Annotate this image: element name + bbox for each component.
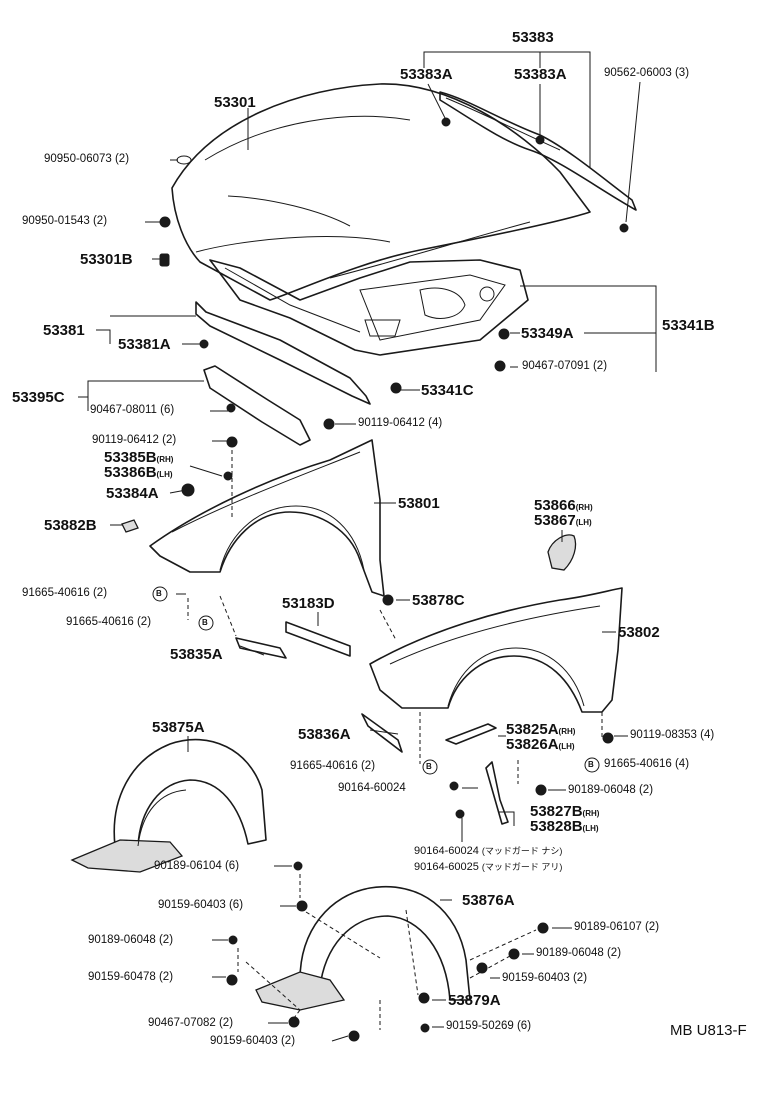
label-90159-60403-b: 90159-60403 (2) xyxy=(502,972,588,984)
label-90164-60024-a: 90164-60024 xyxy=(338,782,406,794)
lh-mark: (LH) xyxy=(582,824,599,833)
label-90159-60478: 90159-60478 (2) xyxy=(88,971,174,983)
fender-liner-53875A xyxy=(70,738,267,873)
label-53183D: 53183D xyxy=(282,595,335,612)
label-90159-60403-c: 90159-60403 (2) xyxy=(210,1035,296,1047)
label-53802: 53802 xyxy=(618,624,660,641)
bracket-53183D xyxy=(285,621,351,657)
label-90159-60403-a: 90159-60403 (6) xyxy=(158,899,244,911)
label-53383A-right: 53383A xyxy=(514,66,567,83)
label-53383A-left: 53383A xyxy=(400,66,453,83)
dashed-guides xyxy=(187,450,603,1030)
rh-mark: (RH) xyxy=(575,503,593,512)
label-90467-07091: 90467-07091 (2) xyxy=(522,360,608,372)
pad-53882B xyxy=(121,519,139,533)
diagram-code: MB U813-F xyxy=(670,1022,747,1039)
label-90562-06003: 90562-06003 (3) xyxy=(604,67,690,79)
label-53876A: 53876A xyxy=(462,892,515,909)
garnish-53866 xyxy=(547,534,577,571)
label-90119-06412-4: 90119-06412 (4) xyxy=(358,417,443,429)
note-mudguard-with: (マッドガード アリ) xyxy=(481,862,563,872)
bracket-53827B xyxy=(485,761,509,825)
label-90164-60024-b: 90164-60024 (マッドガード ナシ) xyxy=(414,845,563,857)
b-marker-3: B xyxy=(426,762,432,771)
label-90189-06104: 90189-06104 (6) xyxy=(154,860,240,872)
label-53836A: 53836A xyxy=(298,726,351,743)
label-53866: 53866(RH) xyxy=(534,497,593,514)
leader-lines xyxy=(78,51,657,1042)
b-marker-4: B xyxy=(588,760,594,769)
label-91665-40616-c: 91665-40616 (2) xyxy=(290,760,376,772)
label-90189-06048-a: 90189-06048 (2) xyxy=(568,784,654,796)
bracket-53835A xyxy=(235,637,287,659)
label-53827B: 53827B(RH) xyxy=(530,803,600,820)
label-53825A: 53825A(RH) xyxy=(506,721,576,738)
b-marker-1: B xyxy=(156,589,162,598)
label-90164-60025: 90164-60025 (マッドガード アリ) xyxy=(414,861,563,873)
seal-53825A xyxy=(445,723,497,745)
label-53801: 53801 xyxy=(398,495,440,512)
label-53878C: 53878C xyxy=(412,592,465,609)
hood-panel xyxy=(171,83,591,301)
label-90950-06073: 90950-06073 (2) xyxy=(44,153,130,165)
fasteners xyxy=(159,117,629,1042)
label-53381: 53381 xyxy=(43,322,85,339)
lh-mark: (LH) xyxy=(558,742,575,751)
label-90467-07082: 90467-07082 (2) xyxy=(148,1017,234,1029)
label-53384A: 53384A xyxy=(106,485,159,502)
label-90467-08011: 90467-08011 (6) xyxy=(90,404,175,416)
bracket-53836A xyxy=(361,713,403,753)
rh-mark: (RH) xyxy=(558,727,576,736)
lh-mark: (LH) xyxy=(156,470,173,479)
label-90189-06048-b: 90189-06048 (2) xyxy=(536,947,622,959)
label-53381A: 53381A xyxy=(118,336,171,353)
label-53828B: 53828B(LH) xyxy=(530,818,599,835)
label-53341B: 53341B xyxy=(662,317,715,334)
label-53301: 53301 xyxy=(214,94,256,111)
b-markers xyxy=(152,586,600,775)
left-fender-53801 xyxy=(149,439,385,597)
label-90950-01543: 90950-01543 (2) xyxy=(22,215,108,227)
b-marker-2: B xyxy=(202,618,208,627)
fender-liner-53876A xyxy=(255,886,471,1011)
label-91665-40616-d: 91665-40616 (4) xyxy=(604,758,690,770)
label-90159-50269: 90159-50269 (6) xyxy=(446,1020,532,1032)
lh-mark: (LH) xyxy=(575,518,592,527)
label-53383: 53383 xyxy=(512,29,554,46)
hood-inner-frame xyxy=(209,259,529,356)
label-90189-06107: 90189-06107 (2) xyxy=(574,921,660,933)
label-53301B: 53301B xyxy=(80,251,133,268)
hood-seal-53383 xyxy=(439,91,637,211)
rh-mark: (RH) xyxy=(156,455,174,464)
label-53386B: 53386B(LH) xyxy=(104,464,173,481)
label-91665-40616-b: 91665-40616 (2) xyxy=(66,616,152,628)
label-53349A: 53349A xyxy=(521,325,574,342)
label-53879A: 53879A xyxy=(448,992,501,1009)
label-53395C: 53395C xyxy=(12,389,65,406)
label-53826A: 53826A(LH) xyxy=(506,736,575,753)
rh-mark: (RH) xyxy=(582,809,600,818)
label-53867: 53867(LH) xyxy=(534,512,592,529)
hood-front-seal xyxy=(195,301,371,405)
label-91665-40616-a: 91665-40616 (2) xyxy=(22,587,108,599)
label-90189-06048-c: 90189-06048 (2) xyxy=(88,934,174,946)
label-90119-08353: 90119-08353 (4) xyxy=(630,729,715,741)
label-53341C: 53341C xyxy=(421,382,474,399)
label-53882B: 53882B xyxy=(44,517,97,534)
lock-support-53395C xyxy=(203,365,311,446)
label-53835A: 53835A xyxy=(170,646,223,663)
right-fender-53802 xyxy=(369,587,623,713)
note-mudguard-none: (マッドガード ナシ) xyxy=(481,846,563,856)
label-53385B: 53385B(RH) xyxy=(104,449,174,466)
label-53875A: 53875A xyxy=(152,719,205,736)
label-90119-06412-2: 90119-06412 (2) xyxy=(92,434,177,446)
